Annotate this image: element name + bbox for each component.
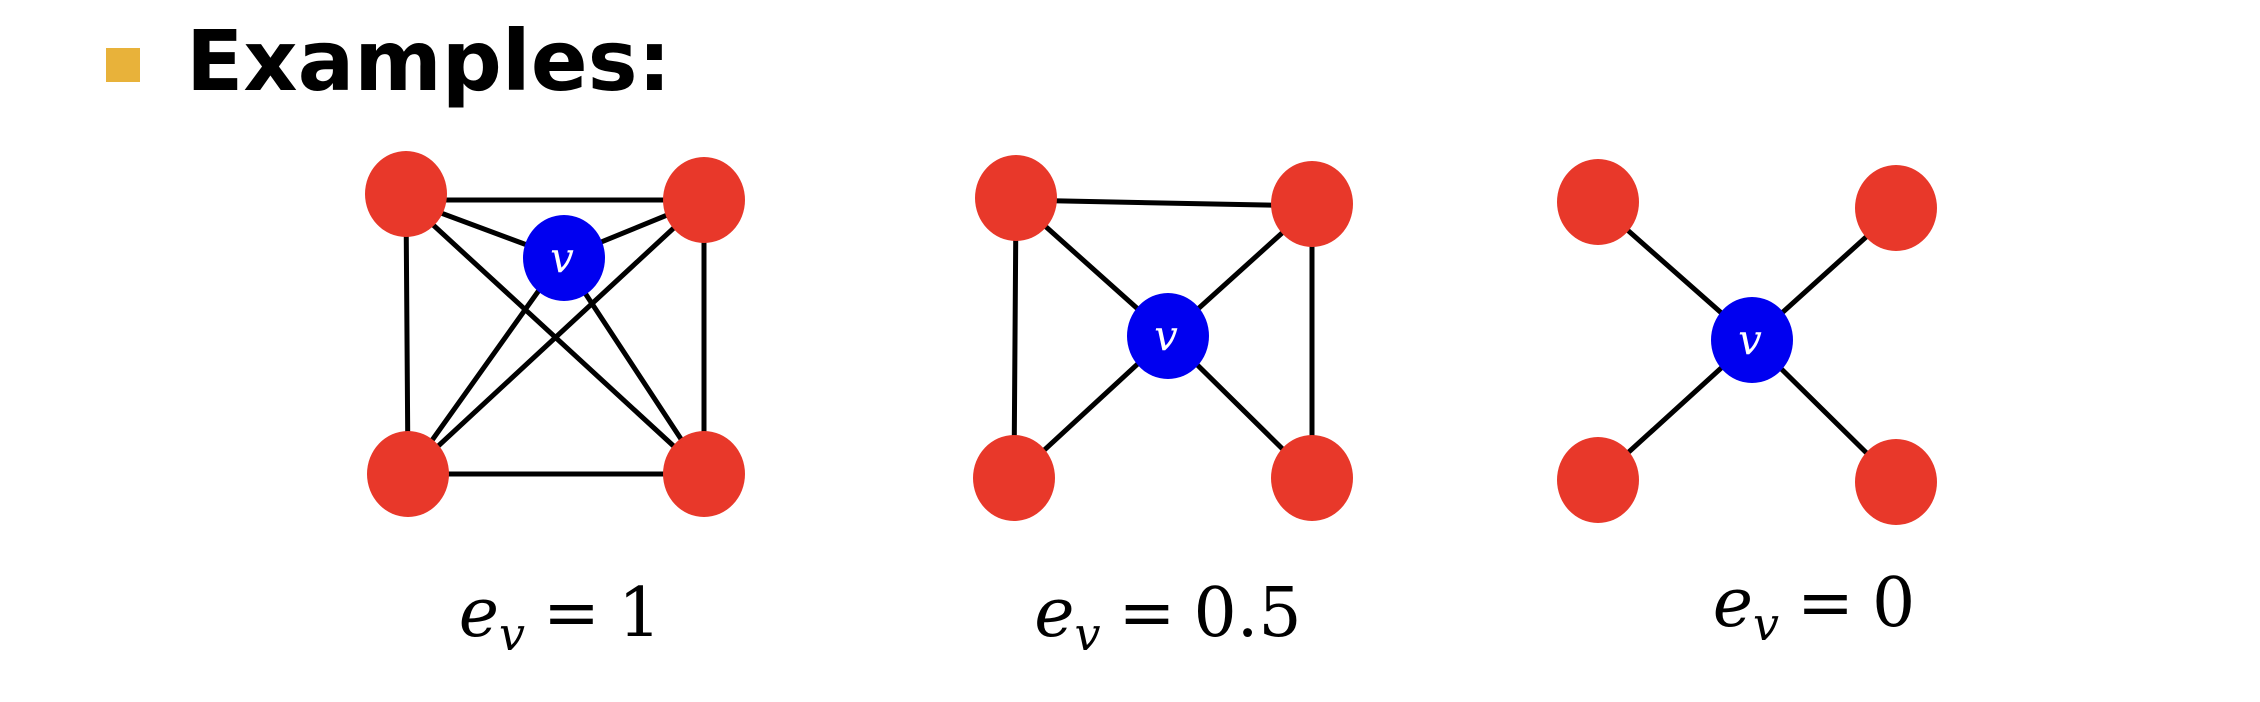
caption-relation: =: [1119, 574, 1176, 653]
neighbor-nodes: [365, 151, 1937, 525]
caption-relation: =: [543, 574, 600, 653]
center-nodes: [523, 215, 1793, 383]
caption-symbol: e: [459, 574, 499, 653]
caption-example-2: ev =0.5: [1034, 574, 1301, 661]
neighbor-node: [365, 151, 447, 237]
neighbor-node: [663, 157, 745, 243]
caption-symbol: e: [1713, 564, 1753, 643]
caption-subscript: v: [1075, 607, 1101, 661]
caption-value: 1: [618, 574, 661, 653]
edge: [405, 197, 707, 477]
captions: ev=1 ev=0.5 ev=0: [459, 564, 1916, 661]
center-node-label: v: [550, 233, 574, 282]
neighbor-node: [367, 431, 449, 517]
neighbor-node: [1271, 435, 1353, 521]
neighbor-node: [975, 155, 1057, 241]
caption-value: 0: [1872, 564, 1915, 643]
edge: [1013, 197, 1315, 209]
caption-example-3: ev =0: [1713, 564, 1916, 651]
center-node-label: v: [1738, 315, 1762, 364]
caption-example-1: ev =1: [459, 574, 662, 661]
caption-subscript: v: [1753, 597, 1779, 651]
neighbor-node: [973, 435, 1055, 521]
edge: [403, 197, 411, 477]
caption-symbol: e: [1034, 574, 1074, 653]
neighbor-node: [663, 431, 745, 517]
slide-heading: Examples:: [186, 12, 672, 110]
edge: [405, 255, 565, 477]
neighbor-node: [1271, 161, 1353, 247]
bullet-square-icon: [106, 48, 140, 82]
caption-relation: =: [1797, 564, 1854, 643]
caption-value: 0.5: [1194, 574, 1302, 653]
neighbor-node: [1855, 165, 1937, 251]
neighbor-node: [1855, 439, 1937, 525]
center-node: [1127, 293, 1209, 379]
center-node: [523, 215, 605, 301]
edge: [1011, 197, 1019, 481]
center-node: [1711, 297, 1793, 383]
neighbor-node: [1557, 437, 1639, 523]
center-node-label: v: [1154, 311, 1178, 360]
neighbor-node: [1557, 159, 1639, 245]
center-node-labels: v v v: [550, 233, 1762, 364]
caption-subscript: v: [499, 607, 525, 661]
